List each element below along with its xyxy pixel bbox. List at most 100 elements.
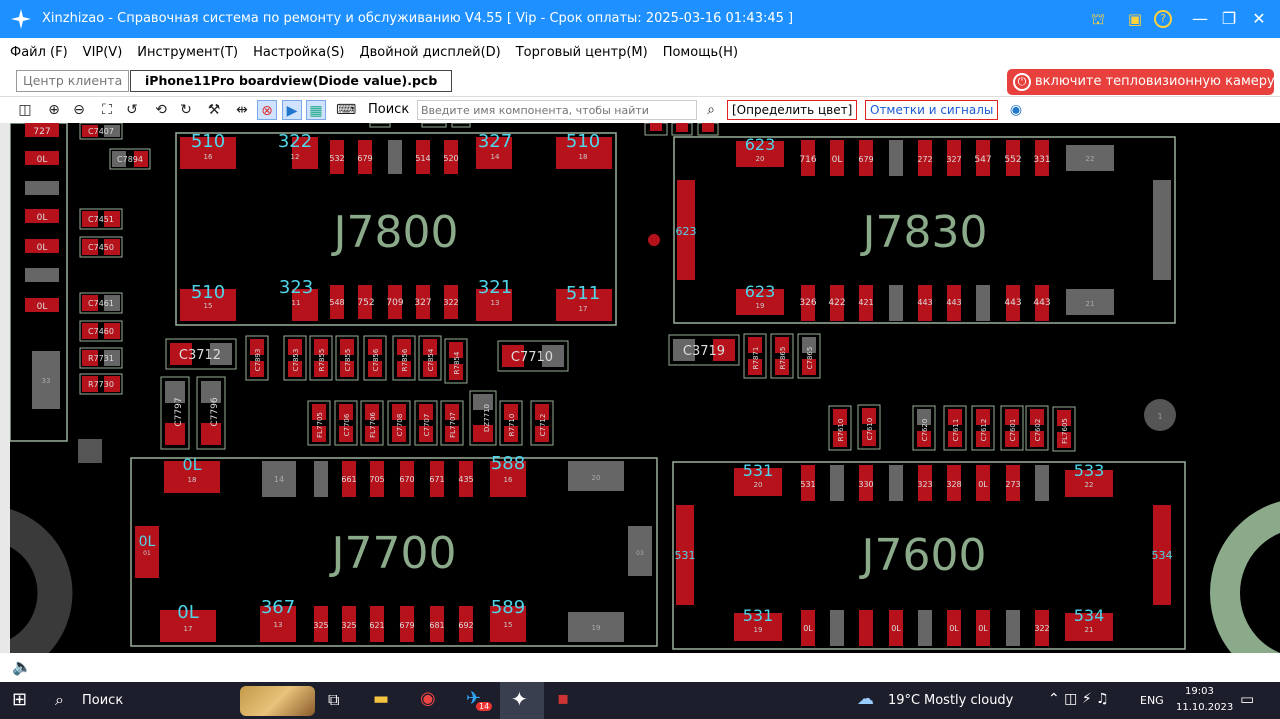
connector-label: J7700 [329,528,457,579]
svg-text:C7712: C7712 [539,414,547,437]
test-point [648,234,660,246]
menu-settings[interactable]: Настройка(S) [253,44,345,60]
paint-icon[interactable]: ⚒ [207,102,221,118]
calendar-icon[interactable]: ▣ [1127,10,1143,28]
speaker-icon[interactable]: 🔈 [12,657,32,676]
zoom-in-icon[interactable]: ⊕ [48,102,60,118]
clock-date[interactable]: 11.10.2023 [1176,702,1234,713]
pin-value: 327 [946,155,961,164]
pcb-canvas[interactable]: 1 727 0L 0L 0L 0L 33 C7407 C7894 C7451 C… [10,123,1280,653]
menu-file[interactable]: Файл (F) [10,44,68,60]
svg-text:C3719: C3719 [683,344,725,359]
taskbar-search-label[interactable]: Поиск [82,693,124,708]
pin-value: 510 [191,282,225,303]
mouse-icon[interactable]: ⌨ [336,102,357,118]
svg-text:C7865: C7865 [806,347,814,370]
window-title: Xinzhizao - Справочная система по ремонт… [42,11,794,26]
menu-vip[interactable]: VIP(V) [82,44,123,60]
svg-text:18: 18 [188,476,197,484]
xinzhizao-icon[interactable]: ✦ [511,687,528,711]
tab-client-center[interactable]: Центр клиента [16,70,130,92]
pin-value: 0L [177,602,198,623]
connector-j7600[interactable]: 531 531 20 531 330 323 328 0L 273 533 22… [672,461,1186,650]
menu-tools[interactable]: Инструмент(T) [137,44,239,60]
pin-value: 421 [858,298,873,307]
menu-help[interactable]: Помощь(H) [662,44,739,60]
rotate-left-icon[interactable]: ↺ [126,102,138,118]
clock-time[interactable]: 19:03 [1185,686,1214,697]
diode-icon[interactable]: ▶ [282,100,302,120]
search-label: Поиск [368,102,410,117]
svg-text:C7797: C7797 [174,397,184,426]
svg-text:C7706: C7706 [343,413,351,436]
svg-text:16: 16 [504,476,513,484]
net-icon[interactable]: ▦ [306,100,326,120]
bag-icon[interactable]: ⛫ [1091,10,1105,28]
left-value-pads: 727 0L 0L 0L 0L 33 [25,123,102,463]
pin-value: 547 [974,155,991,165]
menu-store[interactable]: Торговый центр(M) [515,44,648,60]
svg-text:FL7707: FL7707 [449,412,457,438]
restore-button[interactable]: ❐ [1221,9,1237,28]
svg-text:C3712: C3712 [179,348,221,363]
pin-value: 552 [1004,155,1021,165]
svg-text:C7611: C7611 [952,419,960,442]
tray-icons[interactable]: ⌃ ◫ ⚡ ♫ [1048,691,1109,707]
svg-text:FL7706: FL7706 [369,412,377,438]
search-icon[interactable]: ⌕ [707,102,715,118]
fit-view-icon[interactable]: ⛶ [102,102,112,118]
notifications-icon[interactable]: ▭ [1240,690,1255,708]
zoom-out-icon[interactable]: ⊖ [73,102,85,118]
svg-text:C7796: C7796 [210,397,220,426]
menu-dual-display[interactable]: Двойной дисплей(D) [359,44,501,60]
boardview-svg[interactable]: 1 727 0L 0L 0L 0L 33 C7407 C7894 C7451 C… [10,123,1280,653]
connector-j7800[interactable]: 510 322 532 679 514 520 327 510 16 12 14… [175,131,617,326]
eye-icon[interactable]: ◉ [1009,102,1023,118]
svg-text:16: 16 [204,153,213,161]
mirror-icon[interactable]: ⇹ [236,102,248,118]
search-input[interactable] [417,100,697,120]
taskbar-search-icon[interactable]: ⌕ [55,690,64,709]
svg-text:R7730: R7730 [88,380,114,389]
svg-text:12: 12 [291,153,300,161]
thermal-camera-button[interactable]: ⏻ включите тепловизионную камеру [1007,69,1275,95]
svg-text:C7461: C7461 [88,299,114,308]
svg-text:C7710: C7710 [511,350,553,365]
save-app-icon[interactable]: ▪ [557,688,570,709]
svg-text:15: 15 [504,621,513,629]
task-view-icon[interactable]: ⧉ [328,690,340,709]
pin-value: 322 [278,131,312,152]
connector-j7830[interactable]: 623 623 20 716 0L 679 272 327 547 552 33… [673,135,1176,324]
svg-text:C7856: C7856 [372,348,380,371]
probe-icon[interactable]: ⊗ [257,100,277,120]
pin-value: 705 [369,475,384,484]
split-view-icon[interactable]: ◫ [18,102,32,118]
telegram-badge: 14 [476,702,493,711]
file-explorer-icon[interactable]: ▬ [373,689,390,709]
connector-j7700[interactable]: 0L 18 14 661 705 670 671 435 588 16 20 0… [130,453,658,647]
pin-value: 661 [341,475,356,484]
pin-value: 435 [458,475,473,484]
left-value: 0L [37,243,48,253]
minimize-button[interactable]: — [1192,9,1208,28]
detect-color-button[interactable]: [Определить цвет] [727,100,858,120]
svg-text:01: 01 [143,550,151,557]
language-indicator[interactable]: ENG [1140,694,1164,707]
marks-signals-button[interactable]: Отметки и сигналы [865,100,999,120]
rotate-right-icon[interactable]: ↻ [180,102,192,118]
pin-value: 534 [1152,549,1173,562]
svg-text:21: 21 [1086,300,1095,308]
rotate-icon[interactable]: ⟲ [155,102,167,118]
tab-pcb-file[interactable]: iPhone11Pro boardview(Diode value).pcb [130,70,453,92]
svg-text:C7407: C7407 [88,127,114,136]
connector-label: J7600 [859,530,987,581]
close-button[interactable]: ✕ [1252,9,1266,28]
title-bar: Xinzhizao - Справочная система по ремонт… [0,0,1280,38]
help-icon[interactable]: ? [1154,10,1172,28]
svg-text:R7871: R7871 [752,347,760,370]
right-parts: R7610 C7610 C7620 C7611 C7612 C7601 C760… [828,404,1076,452]
windows-start-icon[interactable]: ⊞ [12,689,28,710]
app-logo-icon [11,9,31,29]
left-pane-edge [0,123,10,653]
chrome-icon[interactable]: ◉ [420,688,436,709]
